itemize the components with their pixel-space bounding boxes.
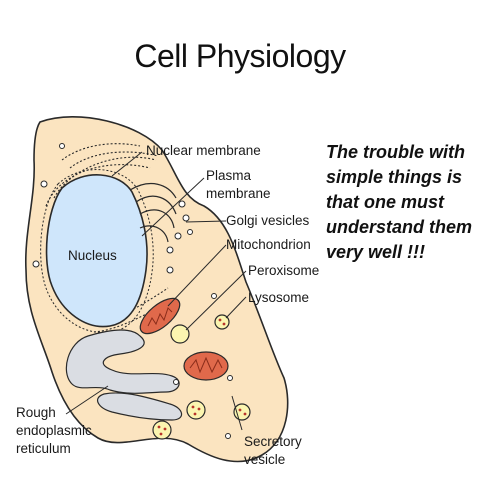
quote-line: simple things is	[326, 167, 463, 187]
golgi-vesicles-label: Golgi vesicles	[226, 213, 310, 228]
label-leaders	[65, 151, 247, 431]
secretory-vesicle-label: Secretory	[244, 434, 302, 449]
nucleus-label: Nucleus	[68, 248, 117, 263]
lysosome-label: Lysosome	[248, 290, 309, 305]
quote-line: understand them	[326, 217, 473, 237]
er-tubules	[65, 329, 180, 394]
plasma-membrane-label: membrane	[206, 186, 271, 201]
nuclear-membrane-label: Nuclear membrane	[146, 143, 261, 158]
mitochondrion	[139, 297, 181, 335]
quote-line: very well !!!	[326, 242, 426, 262]
rough-er-label: Rough	[16, 405, 56, 420]
lysosome	[186, 400, 206, 420]
lysosome	[152, 420, 172, 440]
quote-line: that one must	[326, 192, 445, 212]
page-title: Cell Physiology	[134, 38, 346, 74]
nucleus	[45, 174, 148, 328]
rough-er-label: endoplasmic	[16, 423, 92, 438]
plasma-membrane-label: Plasma	[206, 168, 252, 183]
small-vesicles	[32, 143, 233, 439]
golgi-apparatus	[129, 182, 177, 243]
quote-line: The trouble with	[326, 142, 465, 162]
rough-er-label: reticulum	[16, 441, 71, 456]
peroxisome	[170, 324, 190, 344]
mitochondrion-label: Mitochondrion	[226, 237, 311, 252]
quote-text: The trouble with simple things is that o…	[326, 140, 476, 265]
golgi-vesicles	[166, 200, 193, 254]
peroxisome-label: Peroxisome	[248, 263, 319, 278]
secretory-vesicle-label: vesicle	[244, 452, 285, 467]
lysosome	[214, 314, 230, 330]
er-tubules	[96, 392, 183, 421]
mitochondrion	[183, 351, 229, 381]
nuclear-envelope	[40, 169, 154, 333]
